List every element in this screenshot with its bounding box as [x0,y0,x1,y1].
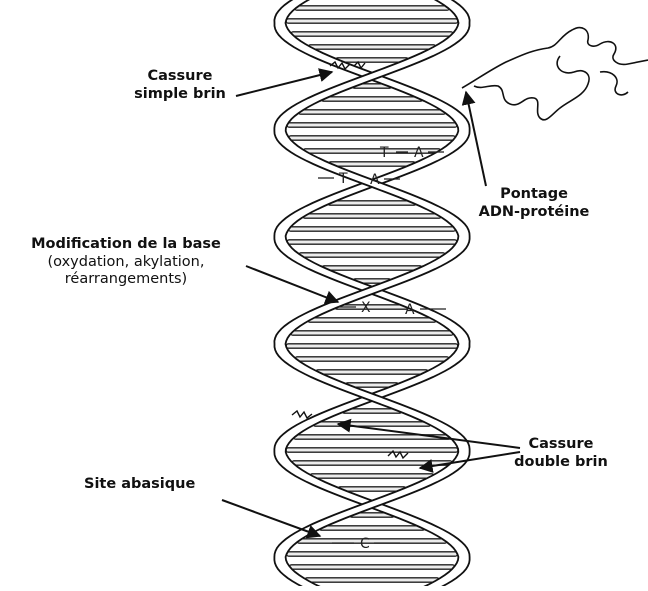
base-pair-rung [288,227,455,231]
base-pair-rung [308,318,437,322]
label-base-modification: Modification de la base (oxydation, akyl… [6,236,246,289]
base-letter: A [370,172,380,188]
label-abasic-site: Site abasique [84,476,234,494]
base-pair-rung [322,266,422,270]
label-line: Modification de la base [6,236,246,254]
base-pair-rung [286,19,458,23]
base-pair-rung [297,539,447,543]
arrow-single-break [236,72,332,96]
base-letter: X [361,300,371,316]
annotation-arrows [222,72,520,536]
base-pair-rung [321,97,423,101]
label-line: Cassure [120,68,240,86]
base-pair-rung [287,240,457,244]
base-pair-rung [291,331,454,335]
base-pair-rung [329,162,416,166]
base-pair-rung [303,214,442,218]
label-line: double brin [508,454,614,472]
base-pair-rung [295,6,450,10]
base-pair-rung [289,565,454,569]
base-pair-rung [299,253,445,257]
label-line: Pontage [468,186,600,204]
base-pair-rung [289,136,456,140]
base-pair-rung [292,461,452,465]
label-line: ADN-protéine [468,204,600,222]
base-pair-rung [287,552,458,556]
label-line: Cassure [508,436,614,454]
base-pair-rung [313,422,431,426]
label-line: (oxydation, akylation, [6,254,246,272]
base-pair-rung [305,578,439,582]
protein-blob [462,28,648,120]
base-pair-rung [316,370,429,374]
base-pair-rung [319,526,425,530]
arrow-abasic [222,500,320,536]
base-pair-rung [338,487,406,491]
base-pair-rung [336,58,409,62]
base-pair-rung [298,110,445,114]
base-pair-rung [308,45,436,49]
base-pair-rung [310,474,434,478]
label-single-strand-break: Cassure simple brin [120,68,240,103]
label-line: simple brin [120,86,240,104]
arrow-crosslink [466,92,486,186]
base-pair-rung [328,201,416,205]
base-pair-rung [295,357,449,361]
base-pair-rung [287,123,457,127]
base-pair-rung [291,32,453,36]
base-letter: A [414,145,424,161]
base-pair-rung [286,344,458,348]
base-letter: T [338,171,348,187]
base-pair-rung [286,448,458,452]
base-letter: C [360,536,370,552]
label-double-strand-break: Cassure double brin [508,436,614,471]
label-line: réarrangements) [6,271,246,289]
label-dna-protein-crosslink: Pontage ADN-protéine [468,186,600,221]
base-letter: A [405,302,415,318]
base-letter: T [379,145,389,161]
